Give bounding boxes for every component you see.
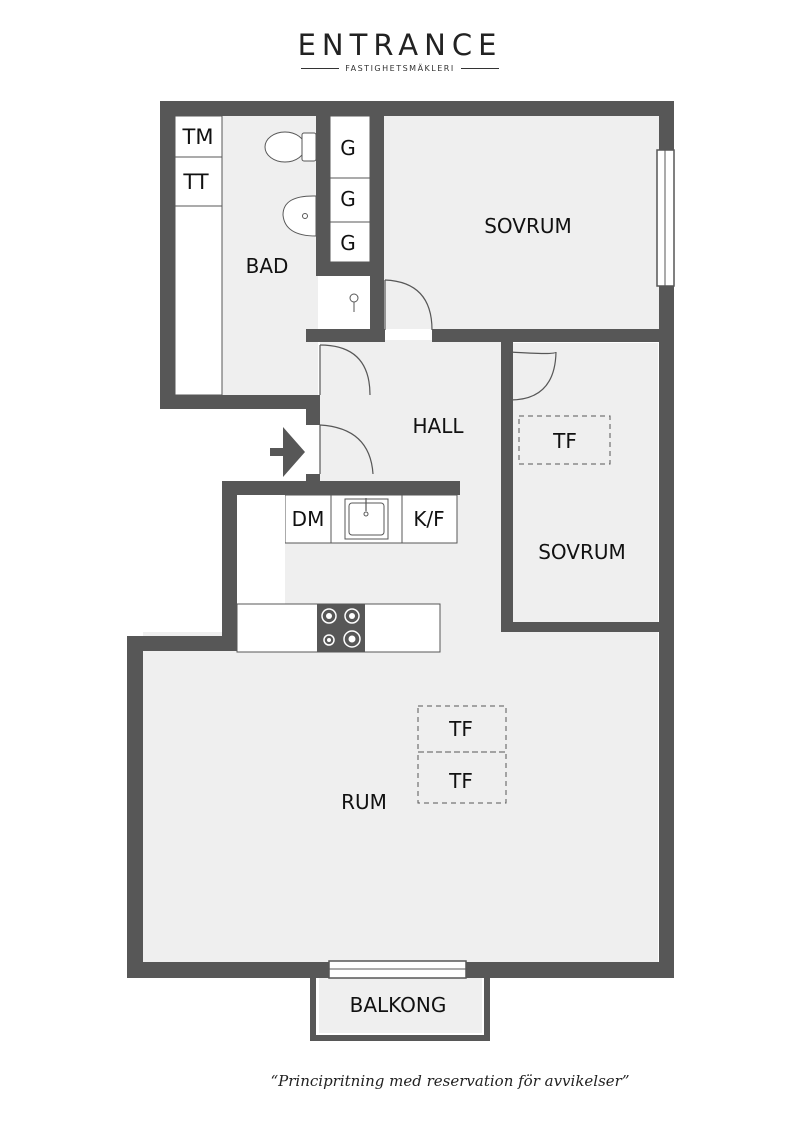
tf-rum-box-1 (417, 705, 507, 753)
washbasin-icon (282, 195, 317, 237)
floor-rum (143, 632, 658, 962)
balcony (310, 978, 490, 1041)
door-entrance (319, 424, 374, 475)
wall-kitchen-left (222, 481, 237, 651)
wall-hall-top-right (432, 329, 674, 342)
label-tm: TM (182, 125, 214, 149)
kitchen (236, 494, 458, 653)
wall-left-rum (127, 636, 143, 978)
wall-left-bad (160, 101, 175, 409)
label-sovrum-top: SOVRUM (484, 214, 572, 238)
bathroom-counter (174, 205, 223, 396)
tt-cabinet (174, 156, 223, 207)
wall-rum-top-left (127, 636, 237, 651)
label-sovrum-right: SOVRUM (538, 540, 626, 564)
label-rum: RUM (341, 790, 387, 814)
label-tf-rum-1: TF (448, 717, 473, 741)
wardrobe-2 (329, 177, 371, 223)
tf-wardrobes (417, 415, 611, 804)
label-balkong: BALKONG (350, 993, 447, 1017)
label-tt: TT (182, 170, 208, 194)
tagline-rule-right (460, 68, 499, 69)
label-tf-rum-2: TF (448, 769, 473, 793)
labels: TM TT G G G BAD SOVRUM HALL TF DM K/F SO… (182, 125, 626, 1017)
wardrobe-3 (329, 221, 371, 263)
tagline-rule-left (301, 68, 340, 69)
wall-bad-divider (316, 116, 330, 276)
wall-wardrobe-right (370, 116, 384, 331)
wall-top-left (160, 101, 373, 116)
label-g1: G (340, 136, 356, 160)
floor-drain-icon (349, 293, 359, 312)
toilet-icon (264, 131, 317, 163)
wall-sovrum-bottom (501, 622, 659, 632)
label-kf: K/F (413, 507, 444, 531)
brand-tagline: FASTIGHETSMÄKLERI (345, 64, 455, 73)
floor-sovrum-right (513, 343, 658, 623)
floor-hall (320, 340, 510, 490)
door-sovrum-top (384, 279, 433, 331)
wall-top-right (370, 101, 674, 116)
wardrobes (329, 115, 371, 263)
door-sovrum-right (509, 351, 557, 401)
door-bad (319, 344, 371, 396)
wall-kitchen-top (222, 481, 460, 495)
wall-right-outer (659, 101, 674, 978)
entrance-arrow-icon (270, 427, 305, 477)
floor-sovrum-top (370, 116, 659, 329)
label-g2: G (340, 187, 356, 211)
wall-sovrum-left (501, 342, 513, 632)
tf-rum-box-2 (417, 751, 507, 804)
wall-bottom-bad (160, 395, 320, 409)
tf-hall-box (518, 415, 611, 465)
wall-hall-top-left (306, 329, 385, 342)
brand-name: ENTRANCE (297, 28, 503, 62)
wall-wardrobe-bottom (316, 262, 372, 276)
stove-icon (317, 604, 365, 652)
doors (319, 279, 557, 475)
disclaimer-text: “Principritning med reservation för avvi… (270, 1072, 630, 1090)
brand-logo: ENTRANCE FASTIGHETSMÄKLERI (0, 28, 800, 73)
windows (328, 149, 675, 979)
sink-icon (344, 498, 389, 540)
label-g3: G (340, 231, 356, 255)
label-hall: HALL (412, 414, 464, 438)
bathroom-fixtures (174, 115, 359, 396)
label-tf-hall: TF (552, 429, 577, 453)
tm-cabinet (174, 115, 223, 158)
wall-entry-top (306, 395, 320, 425)
floor-balkong (319, 978, 482, 1033)
label-bad: BAD (246, 254, 289, 278)
wardrobe-1 (329, 115, 371, 179)
walls (127, 101, 674, 978)
label-dm: DM (292, 507, 325, 531)
brand-tagline-row: FASTIGHETSMÄKLERI (0, 64, 800, 73)
